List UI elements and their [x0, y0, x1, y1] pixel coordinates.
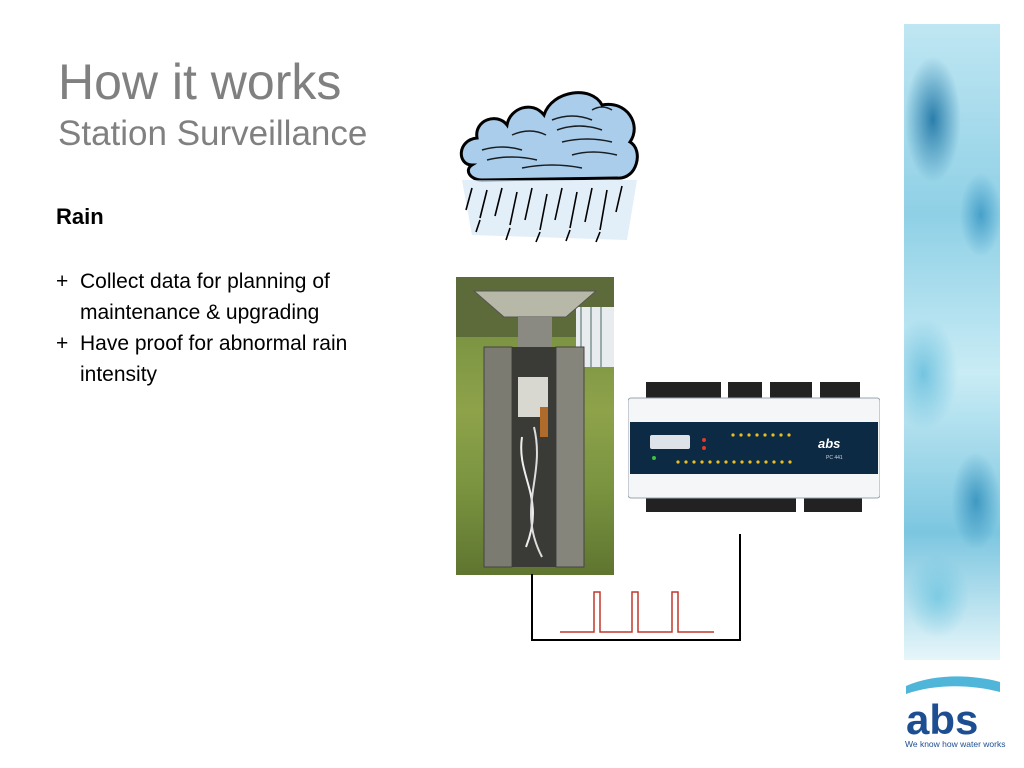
slide-title: How it works — [58, 54, 342, 110]
water-texture-banner — [904, 24, 1000, 660]
pulse-signal-wiring — [531, 534, 741, 641]
station-drawing — [456, 277, 614, 568]
bullet-list: + Collect data for planning of maintenan… — [56, 266, 416, 390]
bullet-marker: + — [56, 332, 69, 355]
svg-text:abs: abs — [906, 696, 978, 743]
controller-brand: abs — [818, 436, 841, 451]
logo-tagline: We know how water works — [905, 739, 1006, 749]
rain-gauge-station-photo — [456, 277, 614, 575]
bullet-item: + Collect data for planning of maintenan… — [56, 266, 416, 328]
rain-cloud-icon — [459, 91, 639, 243]
section-heading: Rain — [56, 204, 104, 229]
bullet-text: Collect data for planning of maintenance… — [80, 270, 330, 324]
controller-unit — [628, 382, 880, 512]
controller-model: PC 441 — [826, 455, 843, 461]
bullet-text: Have proof for abnormal rain intensity — [80, 332, 348, 386]
abs-logo: abs — [906, 676, 1000, 743]
slide-subtitle: Station Surveillance — [58, 114, 368, 153]
bullet-marker: + — [56, 270, 69, 293]
bullet-item: + Have proof for abnormal rain intensity — [56, 328, 416, 390]
